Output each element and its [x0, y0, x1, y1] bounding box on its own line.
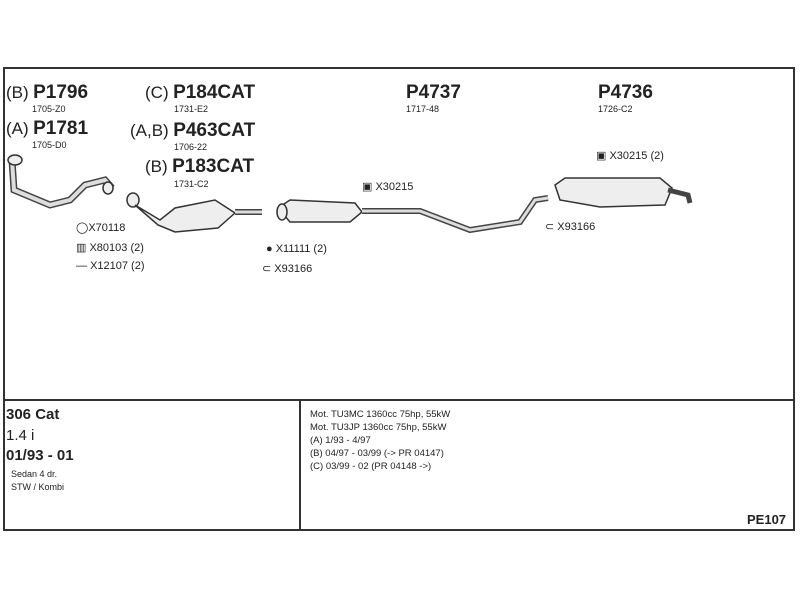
- divider: [299, 400, 301, 531]
- diagram-frame: [3, 67, 795, 531]
- part-label[interactable]: (A) P1781: [6, 118, 89, 139]
- ring-gasket-icon: ◯: [76, 222, 89, 234]
- bolt-icon: —: [76, 260, 87, 272]
- part-code: 1731-C2: [174, 179, 209, 189]
- part-number[interactable]: P4736: [598, 82, 653, 103]
- accessory-item[interactable]: ● X11111 (2): [266, 243, 327, 255]
- clamp-icon: ⊂: [262, 263, 272, 275]
- note-line: (A) 1/93 - 4/97: [310, 435, 371, 446]
- vehicle-model: 306 Cat: [6, 406, 60, 423]
- accessory-item[interactable]: ⊂ X93166: [262, 263, 313, 275]
- rubber-mount-icon: ▣: [596, 150, 607, 162]
- small-ring-icon: ●: [266, 243, 273, 255]
- vehicle-body: STW / Kombi: [11, 482, 65, 492]
- vehicle-body: Sedan 4 dr.: [11, 469, 58, 479]
- part-code: 1731-E2: [174, 104, 209, 114]
- part-code: 1726-C2: [598, 104, 633, 114]
- rear-silencer: [554, 177, 673, 208]
- note-line: Mot. TU3MC 1360cc 75hp, 55kW: [310, 409, 451, 420]
- part-label[interactable]: (B) P1796: [6, 82, 89, 103]
- part-code: 1717-48: [406, 104, 440, 114]
- accessory-item[interactable]: ◯X70118: [76, 222, 126, 234]
- part-label[interactable]: (B) P183CAT: [145, 156, 255, 177]
- note-line: Mot. TU3JP 1360cc 75hp, 55kW: [310, 422, 447, 433]
- part-number[interactable]: P4737: [406, 82, 461, 103]
- accessory-item[interactable]: ▣ X30215 (2): [596, 150, 664, 162]
- clamp-icon: ⊂: [545, 221, 555, 233]
- vehicle-engine: 1.4 i: [6, 427, 35, 444]
- vehicle-years: 01/93 - 01: [6, 447, 74, 464]
- part-code: 1705-Z0: [32, 104, 66, 114]
- notes: Mot. TU3MC 1360cc 75hp, 55kW Mot. TU3JP …: [310, 408, 450, 473]
- accessory-item[interactable]: ▥ X80103 (2): [76, 242, 144, 254]
- part-label[interactable]: (A,B) P463CAT: [130, 120, 256, 141]
- diagram-id: PE107: [747, 512, 787, 527]
- part-label[interactable]: (C) P184CAT: [145, 82, 256, 103]
- part-code: 1706-22: [174, 142, 208, 152]
- catalyst-flange: [126, 192, 140, 208]
- accessory-item[interactable]: ⊂ X93166: [545, 221, 596, 233]
- exhaust-diagram: [7, 154, 693, 234]
- middle-silencer: [276, 199, 364, 223]
- note-line: (C) 03/99 - 02 (PR 04148 ->): [310, 461, 432, 472]
- divider: [3, 399, 795, 401]
- catalytic-converter: [134, 199, 237, 233]
- rubber-mount-icon: ▣: [362, 181, 373, 193]
- accessory-item[interactable]: — X12107 (2): [76, 260, 145, 272]
- part-code: 1705-D0: [32, 140, 67, 150]
- spring-icon: ▥: [76, 242, 87, 254]
- note-line: (B) 04/97 - 03/99 (-> PR 04147): [310, 448, 444, 459]
- accessory-item[interactable]: ▣ X30215: [362, 181, 414, 193]
